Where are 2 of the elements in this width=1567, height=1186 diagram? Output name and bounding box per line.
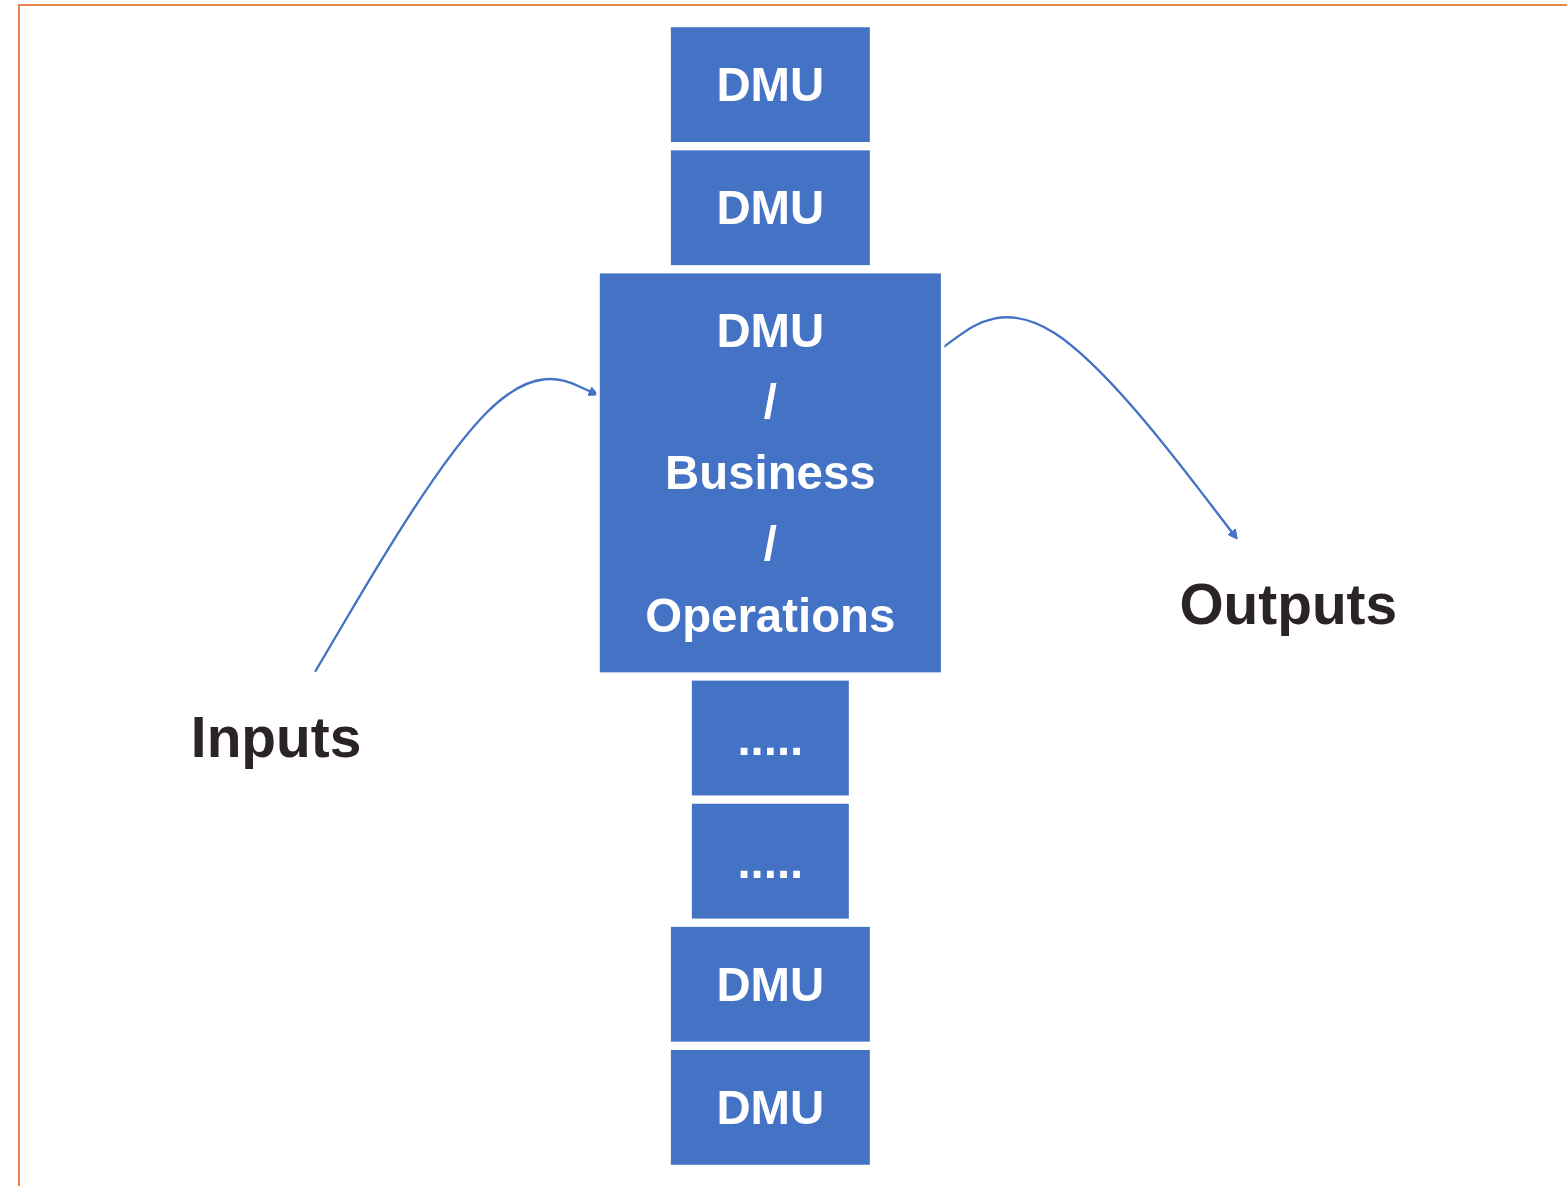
text-label: Outputs [1178,573,1397,637]
text-label: Inputs [190,706,361,769]
